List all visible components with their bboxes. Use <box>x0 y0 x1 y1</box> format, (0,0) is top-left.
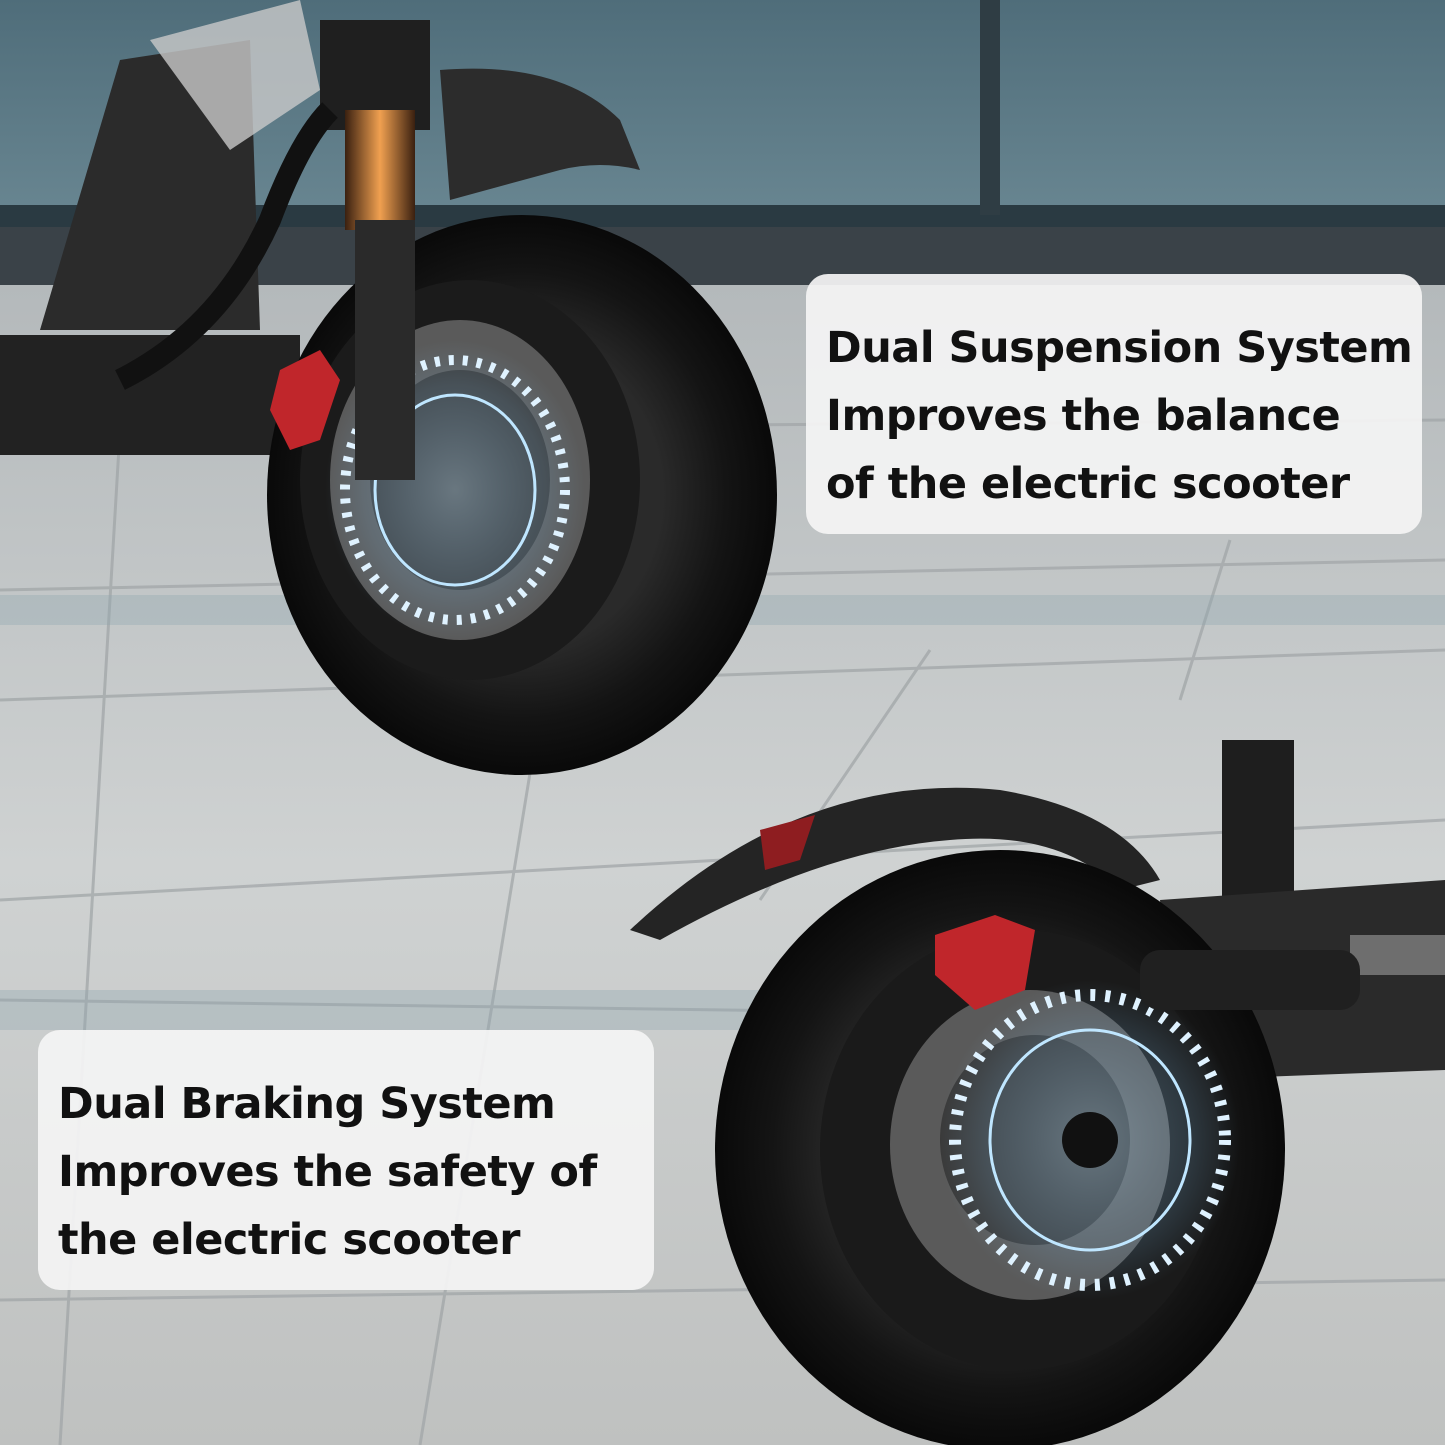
rear-wheel-assembly <box>630 740 1445 1445</box>
braking-callout: Dual Braking System Improves the safety … <box>38 1030 654 1290</box>
braking-line-3: the electric scooter <box>58 1215 520 1265</box>
braking-line-2: Improves the safety of <box>58 1147 597 1197</box>
suspension-callout: Dual Suspension System Improves the bala… <box>806 274 1422 534</box>
suspension-title: Dual Suspension System <box>826 323 1413 373</box>
braking-title: Dual Braking System <box>58 1079 556 1129</box>
suspension-line-3: of the electric scooter <box>826 459 1350 509</box>
suspension-line-2: Improves the balance <box>826 391 1341 441</box>
front-wheel-assembly <box>0 0 777 775</box>
